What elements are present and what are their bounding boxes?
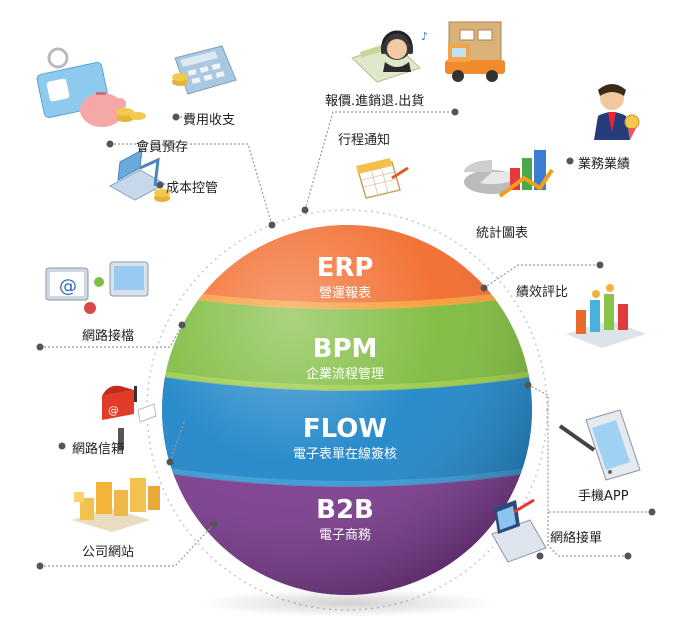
label-performance-compare: 績效評比 <box>516 285 569 300</box>
erp-name: 營運報表 <box>319 286 371 301</box>
label-online-orders: 網絡接單 <box>550 531 603 546</box>
svg-text:@: @ <box>108 404 119 417</box>
laptop-order-icon <box>491 498 547 563</box>
label-quote-sales: 報價.進銷退.出貨 <box>325 94 425 109</box>
customer-service-icon: ♪ <box>351 30 428 83</box>
sphere-shadow <box>197 589 497 617</box>
calculator-icon <box>172 45 237 95</box>
businessman-award-icon <box>594 84 640 140</box>
label-schedule: 行程通知 <box>338 133 391 148</box>
bpm-code: BPM <box>313 334 378 364</box>
performance-bars-icon <box>566 284 646 348</box>
label-stats-chart: 統計圖表 <box>476 226 529 241</box>
flow-name: 電子表單在線簽核 <box>293 446 397 462</box>
bullets <box>36 108 656 570</box>
label-sales-performance: 業務業績 <box>578 157 631 172</box>
layer-labels: ERP 營運報表 BPM 企業流程管理 FLOW 電子表單在線簽核 B2B 電子… <box>293 253 397 543</box>
at-sign-label: @ <box>59 276 77 297</box>
website-buildings-icon <box>72 478 160 532</box>
b2b-code: B2B <box>316 495 374 525</box>
orbit-ring <box>146 209 548 611</box>
mailbox-icon: @ <box>102 385 157 450</box>
stats-chart-icon <box>464 150 554 198</box>
label-web-mailbox: 網路信箱 <box>72 442 125 457</box>
label-network-files: 網路接檔 <box>82 329 135 344</box>
email-monitor-icon: @ <box>45 261 149 314</box>
label-cost-control: 成本控管 <box>166 181 219 196</box>
label-member-deposit: 會員預存 <box>136 140 189 155</box>
bpm-name: 企業流程管理 <box>306 366 384 382</box>
label-company-site: 公司網站 <box>82 545 135 560</box>
cost-control-icon <box>108 149 170 202</box>
member-card-piggy-icon <box>36 47 146 127</box>
mobile-phone-icon <box>558 409 641 481</box>
connector-lines <box>40 111 652 567</box>
svg-text:♪: ♪ <box>421 30 428 43</box>
calendar-icon <box>356 158 409 199</box>
b2b-name: 電子商務 <box>319 528 371 543</box>
erp-code: ERP <box>317 253 374 283</box>
delivery-truck-icon <box>445 21 505 82</box>
flow-code: FLOW <box>303 414 387 444</box>
label-mobile-app: 手機APP <box>578 489 629 504</box>
label-expense: 費用收支 <box>183 113 236 128</box>
